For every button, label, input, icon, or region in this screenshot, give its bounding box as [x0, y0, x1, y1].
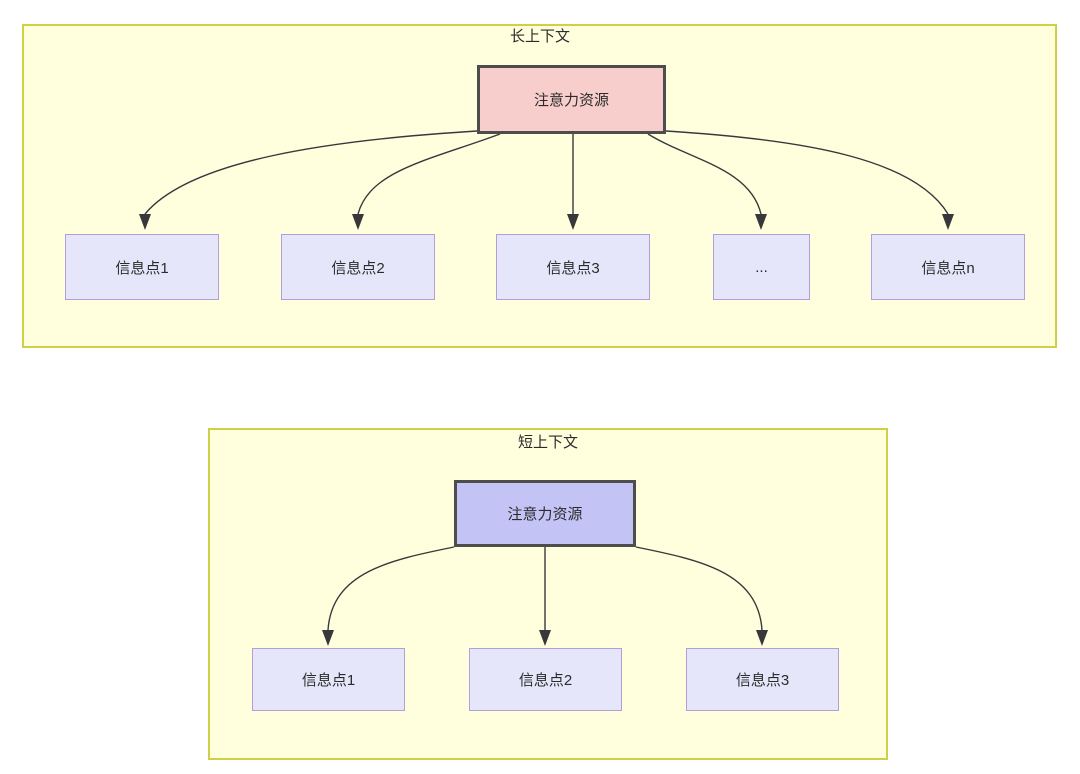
node-info-point-2-short[interactable]: 信息点2	[469, 648, 622, 711]
node-info-point-n-long[interactable]: 信息点n	[871, 234, 1025, 300]
node-attention-resource-long[interactable]: 注意力资源	[477, 65, 666, 134]
node-info-point-2-long[interactable]: 信息点2	[281, 234, 435, 300]
node-label: 信息点1	[115, 259, 169, 277]
node-info-point-1-short[interactable]: 信息点1	[252, 648, 405, 711]
node-label: 注意力资源	[507, 506, 583, 523]
node-label: 信息点3	[546, 259, 600, 277]
node-info-point-ellipsis-long[interactable]: ...	[713, 234, 810, 300]
node-label: 信息点2	[331, 259, 385, 277]
node-info-point-3-long[interactable]: 信息点3	[496, 234, 650, 300]
node-info-point-3-short[interactable]: 信息点3	[686, 648, 839, 711]
group-long-context-title: 长上下文	[509, 28, 570, 45]
node-label: 信息点2	[518, 672, 573, 689]
node-label: ...	[755, 258, 768, 276]
node-label: 信息点3	[735, 672, 790, 689]
node-label: 信息点1	[301, 672, 356, 689]
group-short-context-title: 短上下文	[517, 434, 578, 451]
node-label: 信息点n	[921, 259, 975, 277]
node-info-point-1-long[interactable]: 信息点1	[65, 234, 219, 300]
node-attention-resource-short[interactable]: 注意力资源	[454, 480, 636, 547]
node-label: 注意力资源	[533, 92, 609, 109]
